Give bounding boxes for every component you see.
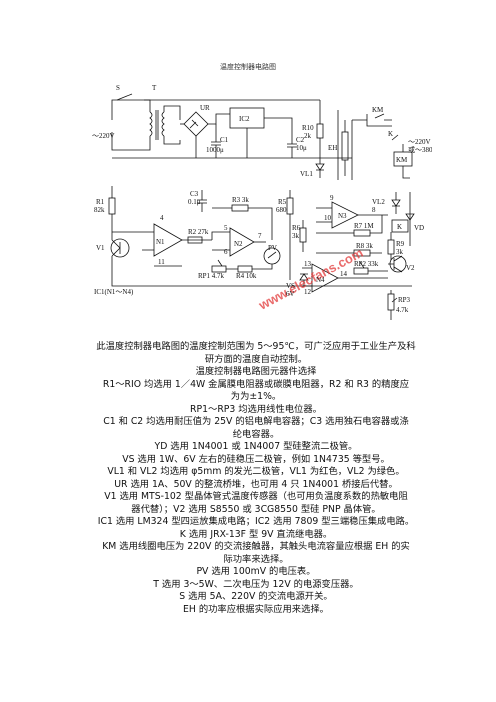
label-transformer: T [152, 84, 157, 92]
text-line: 器代替）；V2 选用 S8550 或 3CG8550 型硅 PNP 晶体管。 [131, 503, 381, 515]
label-bridge: UR [200, 104, 210, 112]
text-line: V1 选用 MTS-102 型晶体管式温度传感器（也可用负温度系数的热敏电阻 [104, 491, 408, 502]
text-line: KM 选用线圈电压为 220V 的交流接触器，其触头电流容量应根据 EH 的实 [102, 541, 410, 552]
label-pin6: 6 [224, 248, 228, 256]
label-c2-value: 10μ [296, 144, 307, 152]
label-c1-name: C1 [220, 136, 229, 144]
label-eh: EH [328, 144, 337, 152]
label-km-top: KM [372, 106, 384, 114]
label-vl2: VL2 [372, 198, 385, 206]
label-pin13: 13 [304, 260, 312, 268]
text-line: T 选用 3～5W、二次电压为 12V 的电源变压器。 [153, 578, 359, 590]
label-pin14: 14 [340, 270, 348, 278]
label-v2: V2 [406, 264, 415, 272]
label-ac-in: ～220V [92, 132, 115, 140]
body-text: 此温度控制器电路图的温度控制范围为 5～95℃，可广泛应用于工业生产及科 研方面… [88, 341, 424, 616]
label-r5-value: 680 [276, 206, 287, 214]
label-vs: VS [286, 282, 295, 290]
label-n4: N4 [316, 276, 325, 284]
label-pin9: 9 [330, 194, 334, 202]
text-line: UR 选用 1A、50V 的整流桥堆，也可用 4 只 1N4001 桥接后代替。 [114, 478, 398, 490]
label-r10-name: R10 [302, 124, 314, 132]
label-k: K [388, 130, 393, 138]
label-pin11: 11 [158, 258, 165, 266]
text-line: IC1 选用 LM324 型四运放集成电路；IC2 选用 7809 型三端稳压集… [97, 516, 415, 527]
label-r1-value: 82k [94, 206, 105, 214]
text-line: VS 选用 1W、6V 左右的硅稳压二极管，例如 1N4735 等型号。 [122, 453, 390, 465]
label-r6-value: 3k [292, 232, 300, 240]
label-n1: N1 [156, 238, 165, 246]
label-r3: R3 3k [232, 196, 249, 204]
label-r7: R7 1M [354, 222, 374, 230]
label-rp1: RP1 4.7k [198, 272, 225, 280]
label-c3-value: 0.1μ [188, 198, 201, 206]
label-km-box: KM [396, 156, 408, 164]
text-line: PV 选用 100mV 的电压表。 [196, 566, 316, 577]
circuit-diagram: www.elecfans.com S T ～220V UR IC2 C1 100… [92, 84, 432, 320]
label-ic2: IC2 [239, 115, 250, 123]
text-line: EH 的功率应根据实际应用来选择。 [183, 603, 329, 615]
label-pin10: 10 [324, 214, 332, 222]
label-r4: R4 10k [236, 272, 257, 280]
text-line: 此温度控制器电路图的温度控制范围为 5～95℃，可广泛应用于工业生产及科 [96, 341, 416, 352]
text-line: R1～RIO 均选用 1／4W 金属膜电阻器或碳膜电阻器，R2 和 R3 的精度… [102, 378, 410, 390]
text-line: VL1 和 VL2 均选用 φ5mm 的发光二极管，VL1 为红色，VL2 为绿… [107, 466, 405, 477]
label-r2: R2 27k [188, 228, 209, 236]
label-vs-value: 6V [286, 290, 295, 298]
label-r8: R8 3k [356, 242, 373, 250]
label-r9-name: R9 [396, 240, 405, 248]
label-pin12: 12 [304, 288, 312, 296]
page-title: 温度控制器电路图 [220, 63, 276, 71]
label-c2-name: C2 [296, 136, 305, 144]
label-n3: N3 [338, 212, 347, 220]
text-line: 为为±1%。 [230, 391, 282, 402]
text-line: S 选用 5A、220V 的交流电源开关。 [179, 591, 333, 602]
label-k-relay: K [397, 223, 402, 231]
label-v1: V1 [96, 244, 105, 252]
text-line: YD 选用 1N4001 或 1N4007 型硅整流二极管。 [154, 441, 358, 452]
label-r10-value: 2k [304, 132, 312, 140]
label-vd: VD [414, 224, 424, 232]
label-ic1: IC1(N1～N4) [94, 288, 134, 296]
label-rp3-name: RP3 [398, 296, 411, 304]
label-n2: N2 [234, 240, 243, 248]
text-line: K 选用 JRX-13F 型 9V 直流继电器。 [179, 528, 333, 540]
label-pin7: 7 [258, 232, 262, 240]
label-rp3-value: 4.7k [396, 306, 409, 314]
label-vl1: VL1 [300, 170, 313, 178]
label-r1-name: R1 [96, 198, 105, 206]
text-line: RP1～RP3 均选用线性电位器。 [190, 403, 322, 415]
text-line: 际功率来选择。 [223, 553, 289, 565]
label-pin5: 5 [224, 224, 228, 232]
label-pin8: 8 [372, 206, 376, 214]
label-r6-name: R6 [292, 224, 301, 232]
text-line: C1 和 C2 均选用耐压值为 25V 的铝电解电容器；C3 选用独石电容器或涤 [103, 416, 409, 427]
label-rp2: RP2 33k [354, 260, 379, 268]
label-pin4: 4 [160, 214, 164, 222]
label-ac-out2: 或～380V [408, 145, 432, 154]
label-r5-name: R5 [278, 198, 287, 206]
label-r9-value: 3k [396, 248, 404, 256]
label-switch: S [116, 84, 120, 92]
label-c3-name: C3 [190, 190, 199, 198]
label-pv: PV [268, 244, 277, 252]
text-line: 研方面的温度自动控制。 [204, 353, 308, 365]
label-ac-out: ～220V [408, 138, 431, 146]
text-line: 纶电容器。 [232, 428, 280, 440]
label-c1-value: 1000μ [206, 146, 224, 154]
text-line: 温度控制器电路图元器件选择 [195, 366, 317, 377]
